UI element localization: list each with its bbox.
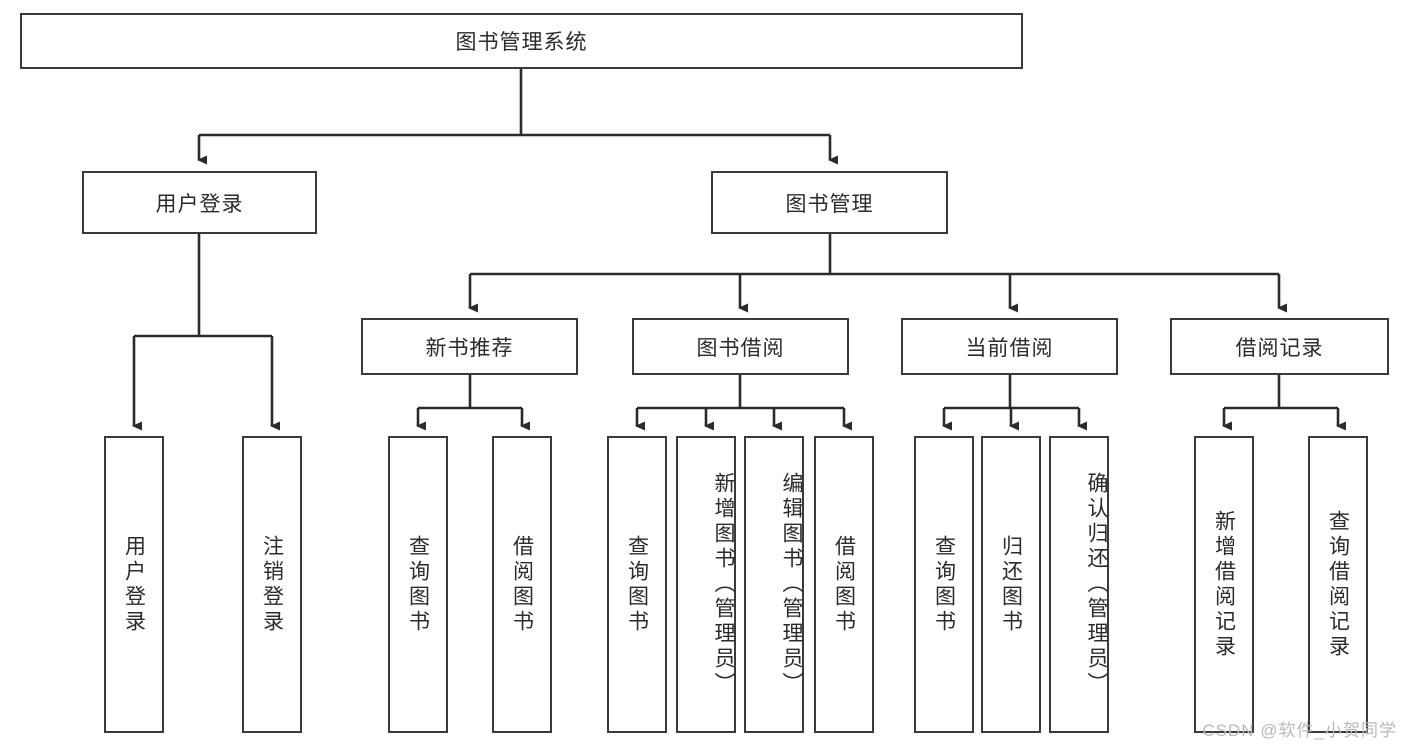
node-current-borrow-label: 当前借阅 [965,336,1054,360]
node-borrow-record-label: 借阅记录 [1235,336,1324,360]
node-leaf-query-book-1[interactable]: 查询图书 [388,436,448,733]
node-leaf-query-record[interactable]: 查询借阅记录 [1308,436,1368,733]
node-leaf-edit-book[interactable]: 编辑图书（管理员） [744,436,804,733]
node-leaf-query-book-3-label: 查询图书 [932,534,956,635]
node-leaf-borrow-book-1[interactable]: 借阅图书 [492,436,552,733]
node-leaf-return-book-label: 归还图书 [999,534,1023,635]
node-new-book-rec[interactable]: 新书推荐 [361,318,578,375]
node-leaf-user-login-label: 用户登录 [122,534,146,635]
node-leaf-return-book[interactable]: 归还图书 [981,436,1041,733]
node-leaf-add-book-label: 新增图书（管理员） [712,472,735,697]
node-leaf-confirm-return-label: 确认归还（管理员） [1085,472,1108,697]
node-leaf-query-book-1-label: 查询图书 [406,534,430,635]
node-root[interactable]: 图书管理系统 [20,13,1023,69]
node-leaf-borrow-book-1-label: 借阅图书 [510,534,534,635]
node-borrow-record[interactable]: 借阅记录 [1170,318,1389,375]
node-leaf-query-record-label: 查询借阅记录 [1326,509,1350,660]
node-book-borrow[interactable]: 图书借阅 [632,318,849,375]
node-leaf-logout-label: 注销登录 [260,534,284,635]
watermark: CSDN @软件_小贺同学 [1202,721,1397,740]
node-leaf-borrow-book-2[interactable]: 借阅图书 [814,436,874,733]
node-leaf-query-book-3[interactable]: 查询图书 [914,436,974,733]
node-root-label: 图书管理系统 [455,31,588,54]
node-leaf-add-record-label: 新增借阅记录 [1212,509,1236,660]
node-leaf-user-login[interactable]: 用户登录 [104,436,164,733]
node-user-login[interactable]: 用户登录 [82,171,317,234]
node-leaf-borrow-book-2-label: 借阅图书 [832,534,856,635]
node-book-manage-label: 图书管理 [785,192,874,216]
node-book-borrow-label: 图书借阅 [696,336,785,360]
node-book-manage[interactable]: 图书管理 [711,171,948,234]
node-new-book-rec-label: 新书推荐 [425,336,514,360]
node-leaf-add-book[interactable]: 新增图书（管理员） [676,436,736,733]
node-leaf-query-book-2-label: 查询图书 [625,534,649,635]
node-user-login-label: 用户登录 [155,192,244,216]
node-leaf-query-book-2[interactable]: 查询图书 [607,436,667,733]
node-leaf-confirm-return[interactable]: 确认归还（管理员） [1049,436,1109,733]
node-leaf-add-record[interactable]: 新增借阅记录 [1194,436,1254,733]
node-leaf-edit-book-label: 编辑图书（管理员） [780,472,803,697]
node-leaf-logout[interactable]: 注销登录 [242,436,302,733]
node-current-borrow[interactable]: 当前借阅 [901,318,1118,375]
